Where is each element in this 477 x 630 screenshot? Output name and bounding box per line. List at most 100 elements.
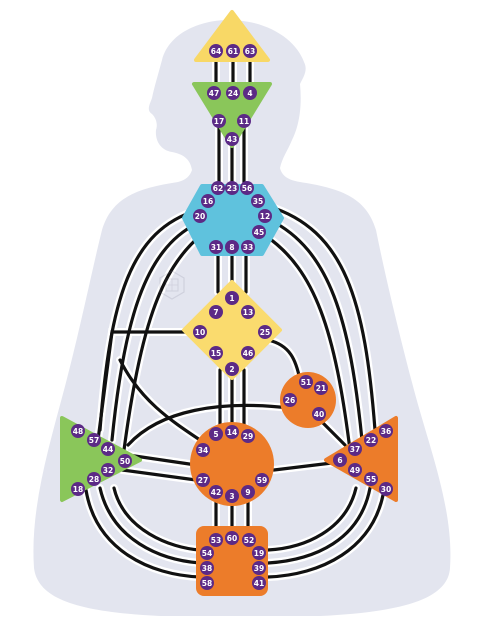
gate-spleen: 50 <box>118 454 132 468</box>
gate-label: 55 <box>366 475 376 484</box>
channel-line <box>318 418 347 447</box>
gate-marker <box>252 546 266 560</box>
gate-marker <box>252 576 266 590</box>
gate-marker <box>379 424 393 438</box>
gate-marker <box>225 531 239 545</box>
gate-label: 23 <box>227 184 237 193</box>
gate-ajna: 43 <box>225 132 239 146</box>
gate-label: 47 <box>209 89 219 98</box>
gate-root: 60 <box>225 531 239 545</box>
gate-label: 44 <box>103 445 113 454</box>
gate-label: 26 <box>285 396 295 405</box>
gate-label: 16 <box>203 197 213 206</box>
gate-marker <box>226 44 240 58</box>
gate-label: 61 <box>228 47 238 56</box>
gate-ajna: 47 <box>207 86 221 100</box>
gate-solar: 6 <box>333 453 347 467</box>
gate-marker <box>87 433 101 447</box>
gate-marker <box>87 472 101 486</box>
gate-sacral: 27 <box>196 473 210 487</box>
gate-marker <box>241 305 255 319</box>
gate-marker <box>240 181 254 195</box>
gate-marker <box>209 427 223 441</box>
gate-label: 46 <box>243 349 253 358</box>
gate-throat: 31 <box>209 240 223 254</box>
gate-label: 32 <box>103 466 113 475</box>
gate-head: 61 <box>226 44 240 58</box>
gate-label: 5 <box>213 430 218 439</box>
gate-label: 39 <box>254 564 264 573</box>
gate-label: 14 <box>227 428 237 437</box>
channel-line <box>126 453 198 467</box>
gate-root: 38 <box>200 561 214 575</box>
gate-spleen: 28 <box>87 472 101 486</box>
gate-label: 10 <box>195 328 205 337</box>
gate-label: 21 <box>316 384 326 393</box>
channel-line <box>266 204 377 432</box>
gate-g: 7 <box>209 305 223 319</box>
center-g <box>182 280 282 380</box>
gate-sacral: 14 <box>225 425 239 439</box>
gate-marker <box>71 482 85 496</box>
gate-marker <box>242 533 256 547</box>
gate-solar: 49 <box>348 463 362 477</box>
gate-label: 43 <box>227 135 237 144</box>
gate-label: 7 <box>213 308 218 317</box>
gate-marker <box>193 325 207 339</box>
gate-marker <box>225 240 239 254</box>
gate-marker <box>196 473 210 487</box>
gate-marker <box>364 472 378 486</box>
gate-label: 58 <box>202 579 212 588</box>
gate-marker <box>200 561 214 575</box>
gate-solar: 22 <box>364 433 378 447</box>
gate-marker <box>299 375 313 389</box>
gate-label: 62 <box>213 184 223 193</box>
gate-root: 54 <box>200 546 214 560</box>
gate-g: 13 <box>241 305 255 319</box>
gate-marker <box>225 132 239 146</box>
gate-marker <box>209 533 223 547</box>
gate-marker <box>200 576 214 590</box>
gate-ajna: 4 <box>243 86 257 100</box>
gate-label: 37 <box>350 445 360 454</box>
gate-label: 60 <box>227 534 237 543</box>
gate-ajna: 11 <box>237 114 251 128</box>
gate-marker <box>226 86 240 100</box>
gate-label: 6 <box>337 456 342 465</box>
gate-throat: 33 <box>241 240 255 254</box>
channel-line <box>268 218 364 442</box>
gate-solar: 37 <box>348 442 362 456</box>
gate-marker <box>243 44 257 58</box>
gate-heart: 21 <box>314 381 328 395</box>
gate-marker <box>255 473 269 487</box>
gate-marker <box>200 546 214 560</box>
gate-spleen: 44 <box>101 442 115 456</box>
gate-sacral: 9 <box>241 485 255 499</box>
gate-marker <box>348 442 362 456</box>
gate-marker <box>225 489 239 503</box>
gate-marker <box>193 209 207 223</box>
gate-label: 30 <box>381 485 391 494</box>
gate-label: 59 <box>257 476 267 485</box>
gate-root: 53 <box>209 533 223 547</box>
gate-marker <box>118 454 132 468</box>
gate-label: 31 <box>211 243 221 252</box>
gate-marker <box>283 393 297 407</box>
channel-line <box>122 234 202 452</box>
gate-sacral: 34 <box>196 443 210 457</box>
gate-label: 3 <box>229 492 234 501</box>
gate-head: 63 <box>243 44 257 58</box>
gate-root: 19 <box>252 546 266 560</box>
gate-throat: 35 <box>251 194 265 208</box>
gate-marker <box>241 240 255 254</box>
gate-label: 24 <box>228 89 238 98</box>
channel-line <box>112 486 202 552</box>
gate-label: 33 <box>243 243 253 252</box>
gate-marker <box>333 453 347 467</box>
gate-label: 15 <box>211 349 221 358</box>
gate-label: 19 <box>254 549 264 558</box>
gate-marker <box>225 425 239 439</box>
gate-label: 40 <box>314 410 324 419</box>
gate-ajna: 24 <box>226 86 240 100</box>
gate-sacral: 29 <box>241 429 255 443</box>
